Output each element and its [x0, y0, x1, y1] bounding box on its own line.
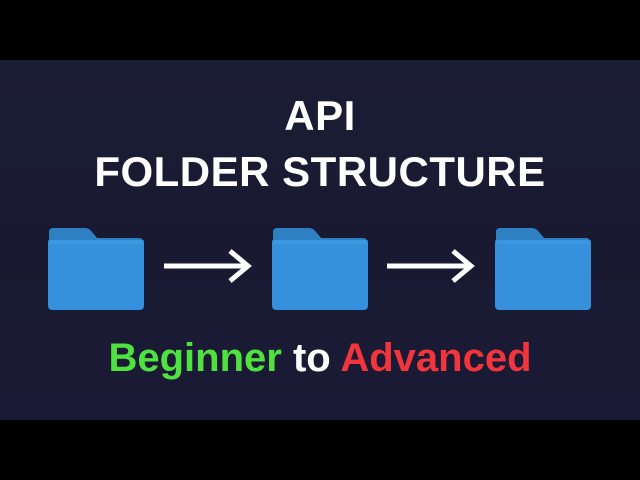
arrow-right-icon [162, 246, 254, 286]
arrow-right-icon [385, 246, 477, 286]
folder-icon [494, 224, 592, 312]
folder-icon [271, 224, 369, 312]
folder-icon [47, 224, 145, 312]
subtitle: Beginner to Advanced [0, 334, 640, 382]
title-line-1: API [284, 92, 356, 139]
subtitle-to: to [292, 336, 331, 380]
subtitle-advanced: Advanced [340, 336, 532, 380]
subtitle-beginner: Beginner [108, 336, 282, 380]
title-line-2: FOLDER STRUCTURE [94, 148, 546, 195]
